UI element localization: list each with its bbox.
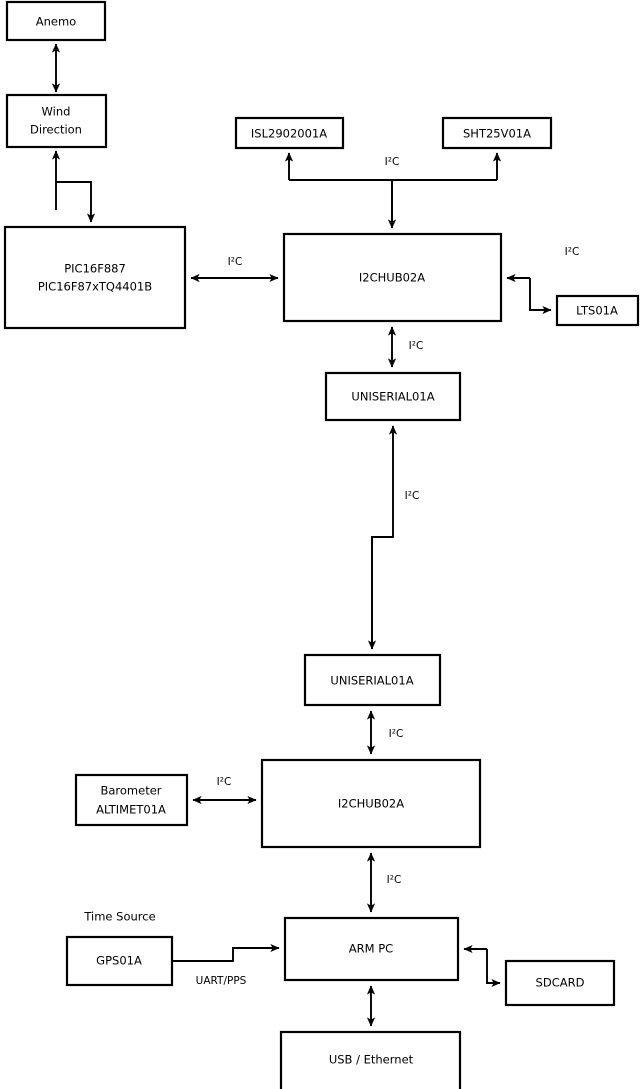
node-arm-pc-box[interactable] — [283, 916, 460, 982]
node-pic-mcu[interactable]: PIC16F887 PIC16F87xTQ4401B — [3, 225, 187, 330]
node-uniserial01a-bottom-label: UNISERIAL01A — [330, 674, 413, 688]
node-uniserial01a-top-box[interactable] — [324, 371, 462, 422]
node-i2chub02a-bottom[interactable]: I2CHUB02A — [260, 758, 482, 849]
node-isl2902001a-box[interactable] — [234, 116, 345, 150]
node-pic-mcu-label-line2: PIC16F87xTQ4401B — [38, 280, 152, 294]
edge-label-isl-sht-bus: I²C — [385, 156, 400, 168]
node-i2chub02a-top[interactable]: I2CHUB02A — [282, 232, 503, 323]
node-sdcard-box[interactable] — [504, 959, 616, 1007]
node-sht25v01a-label: SHT25V01A — [463, 127, 531, 141]
edge-label-hub-to-armpc: I²C — [387, 874, 402, 886]
node-usb-ethernet[interactable]: USB / Ethernet — [279, 1030, 462, 1089]
node-barometer[interactable]: Barometer ALTIMET01A — [74, 773, 189, 827]
node-uniserial01a-top-label: UNISERIAL01A — [351, 390, 434, 404]
edge-label-hub-to-lts: I²C — [565, 246, 580, 258]
edge-label-uniserial-link: I²C — [405, 490, 420, 502]
node-wind-direction-box[interactable] — [5, 93, 108, 149]
node-sdcard-label: SDCARD — [536, 976, 585, 990]
node-usb-ethernet-label: USB / Ethernet — [329, 1053, 414, 1067]
edge-uniserial-link-up — [371, 425, 398, 649]
node-uniserial01a-top[interactable]: UNISERIAL01A — [324, 371, 462, 422]
edge-pic-to-wind-direction-down — [56, 181, 96, 223]
node-arm-pc-label: ARM PC — [349, 942, 393, 956]
edge-label-hub-to-uniserial: I²C — [409, 340, 424, 352]
node-sdcard[interactable]: SDCARD — [504, 959, 616, 1007]
node-wind-direction[interactable]: Wind Direction — [5, 93, 108, 149]
edge-label-gps-to-armpc: UART/PPS — [196, 975, 247, 987]
node-usb-ethernet-box[interactable] — [279, 1030, 462, 1089]
node-anemo-label: Anemo — [36, 15, 76, 29]
node-arm-pc[interactable]: ARM PC — [283, 916, 460, 982]
node-wind-direction-label-line2: Direction — [30, 123, 82, 137]
node-lts01a-label: LTS01A — [576, 304, 618, 318]
edge-armpc-to-sdcard — [486, 949, 501, 988]
node-barometer-label-line2: ALTIMET01A — [96, 803, 166, 817]
node-i2chub02a-bottom-box[interactable] — [260, 758, 482, 849]
node-isl2902001a[interactable]: ISL2902001A — [234, 116, 345, 150]
node-anemo-box[interactable] — [5, 0, 107, 42]
node-barometer-label-line1: Barometer — [100, 784, 161, 798]
node-sht25v01a[interactable]: SHT25V01A — [441, 116, 553, 150]
node-gps01a-box[interactable] — [65, 935, 174, 987]
edge-label-uniserial-to-hub-bottom: I²C — [389, 728, 404, 740]
node-i2chub02a-bottom-label: I2CHUB02A — [338, 797, 404, 811]
node-isl2902001a-label: ISL2902001A — [251, 127, 327, 141]
node-gps01a-label: GPS01A — [96, 954, 142, 968]
node-lts01a-box[interactable] — [555, 294, 640, 327]
edge-gps-to-armpc — [172, 943, 280, 962]
label-time-source: Time Source — [83, 910, 155, 924]
edge-hub-top-to-lts — [529, 278, 552, 315]
node-anemo[interactable]: Anemo — [5, 0, 107, 42]
node-lts01a[interactable]: LTS01A — [555, 294, 640, 327]
node-gps01a[interactable]: GPS01A — [65, 935, 174, 987]
edge-label-barometer-to-hub: I²C — [217, 776, 232, 788]
edge-label-pic-to-hub: I²C — [228, 256, 243, 268]
node-uniserial01a-bottom-box[interactable] — [303, 653, 442, 707]
node-pic-mcu-label-line1: PIC16F887 — [64, 262, 126, 276]
node-sht25v01a-box[interactable] — [441, 116, 553, 150]
node-i2chub02a-top-box[interactable] — [282, 232, 503, 323]
node-wind-direction-label-line1: Wind — [42, 105, 71, 119]
node-uniserial01a-bottom[interactable]: UNISERIAL01A — [303, 653, 442, 707]
node-i2chub02a-top-label: I2CHUB02A — [359, 271, 425, 285]
node-barometer-box[interactable] — [74, 773, 189, 827]
node-pic-mcu-box[interactable] — [3, 225, 187, 330]
